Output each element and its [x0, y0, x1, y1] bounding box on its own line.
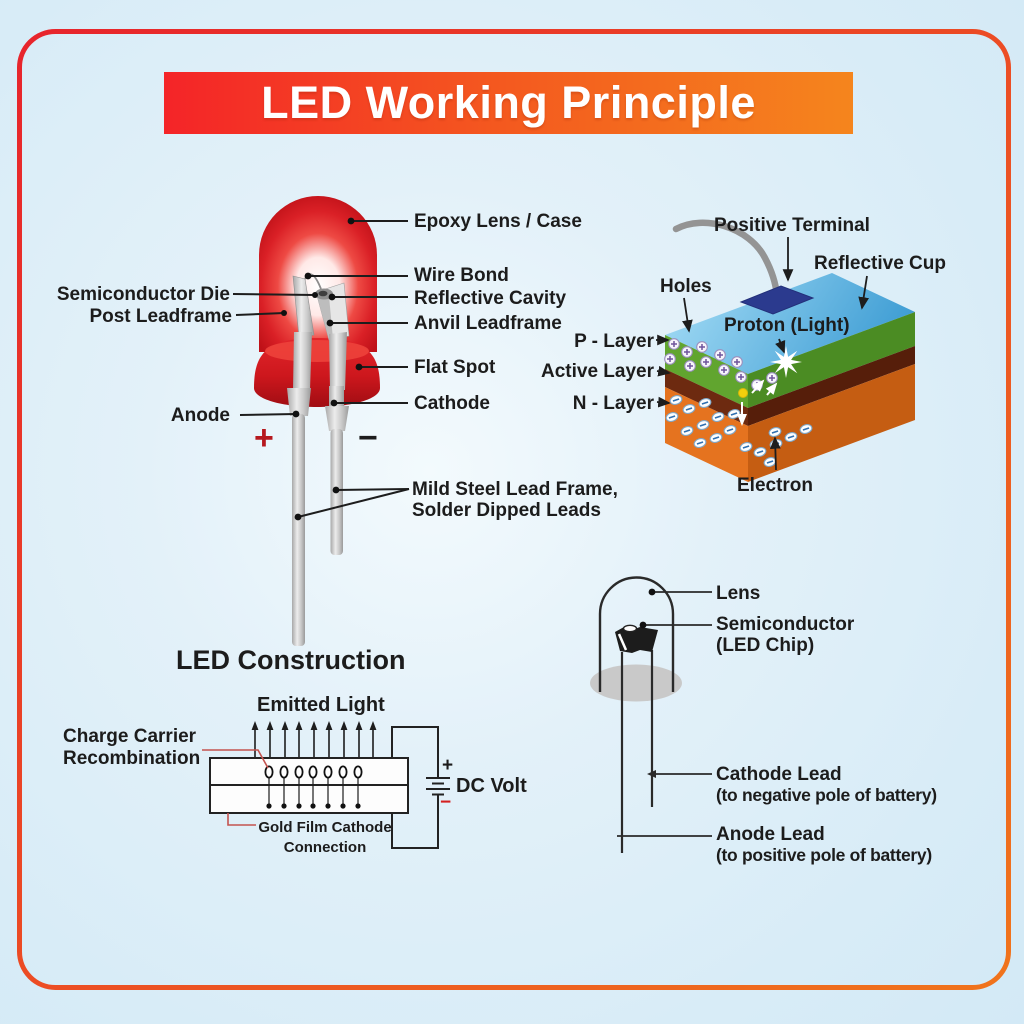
positive-terminal-wire — [672, 219, 781, 300]
construction-section-title: LED Construction — [176, 645, 406, 675]
label-gold-line2: Connection — [283, 839, 367, 856]
label-mild-steel-leadframe: Mild Steel Lead Frame, Solder Dipped Lea… — [412, 479, 618, 521]
battery-circuit-wires — [391, 726, 450, 849]
n-layer-face-right — [748, 364, 915, 482]
battery-plus-sign: + — [442, 755, 454, 776]
label-flat-spot: Flat Spot — [414, 357, 496, 378]
label-dc-volt: DC Volt — [456, 775, 527, 797]
schematic-lens-outline — [598, 576, 675, 692]
photon-dot — [738, 388, 748, 398]
label-mild-steel-line1: Mild Steel Lead Frame, — [412, 479, 618, 500]
label-cathode-lead: Cathode Lead (to negative pole of batter… — [716, 764, 937, 806]
led-schematic — [590, 576, 712, 853]
label-semiconductor-die: Semiconductor Die — [56, 284, 230, 305]
label-reflective-cavity: Reflective Cavity — [414, 288, 567, 309]
label-cathode: Cathode — [414, 393, 490, 414]
label-charge-carrier-recombination: Charge Carrier Recombination — [63, 726, 200, 770]
label-active-layer: Active Layer — [540, 361, 654, 382]
led-construction-diagram — [202, 720, 450, 849]
label-epoxy-lens: Epoxy Lens / Case — [414, 211, 582, 232]
label-anode-lead-line2: (to positive pole of battery) — [716, 845, 932, 865]
led-anatomy-illustration — [232, 196, 410, 646]
pn-junction-block — [656, 219, 915, 482]
label-p-layer: P - Layer — [574, 331, 654, 352]
label-mild-steel-line2: Solder Dipped Leads — [412, 500, 601, 521]
photon-starburst — [770, 346, 802, 378]
label-anode: Anode — [170, 405, 230, 426]
red-leader-lines — [202, 749, 269, 826]
anode-plus-sign: + — [254, 419, 274, 457]
label-gold-line1: Gold Film Cathode — [258, 819, 392, 836]
label-n-layer: N - Layer — [572, 393, 654, 414]
label-cathode-lead-line1: Cathode Lead — [716, 764, 842, 785]
schematic-leader-lines — [617, 591, 712, 837]
label-semiconductor-chip: Semiconductor (LED Chip) — [716, 614, 854, 656]
label-charge-line2: Recombination — [63, 748, 201, 769]
label-anode-lead-line1: Anode Lead — [716, 824, 825, 845]
page-border-frame — [17, 29, 1011, 990]
label-lens: Lens — [716, 583, 761, 604]
label-wire-bond: Wire Bond — [414, 265, 509, 286]
title-banner: LED Working Principle — [164, 72, 853, 134]
label-semi-line2: (LED Chip) — [716, 635, 815, 656]
active-layer-face-right — [748, 346, 915, 426]
led-anatomy-leader-lines — [232, 220, 410, 518]
schematic-flange — [590, 664, 682, 702]
junction-leader-arrows — [656, 237, 870, 471]
anode-lead-pin — [292, 414, 305, 646]
led-epoxy-dome — [259, 196, 377, 352]
emitted-light-arrows — [250, 720, 378, 758]
label-emitted-light: Emitted Light — [257, 694, 385, 716]
recombination-arrows — [737, 379, 778, 426]
label-cathode-lead-line2: (to negative pole of battery) — [716, 785, 937, 805]
label-post-leadframe: Post Leadframe — [89, 306, 232, 327]
label-semi-line1: Semiconductor — [716, 614, 855, 635]
reflective-cup-top-face — [665, 273, 915, 374]
label-proton-light: Proton (Light) — [724, 315, 850, 336]
p-layer-face-right — [748, 312, 915, 408]
positive-terminal-pad — [739, 285, 815, 315]
label-anode-lead: Anode Lead (to positive pole of battery) — [716, 824, 932, 866]
label-holes: Holes — [660, 276, 712, 297]
battery-minus-sign: − — [440, 792, 452, 813]
label-anvil-leadframe: Anvil Leadframe — [414, 313, 562, 334]
active-layer-face-left — [665, 369, 748, 426]
label-reflective-cup: Reflective Cup — [814, 253, 946, 274]
cathode-minus-sign: − — [358, 419, 378, 457]
label-gold-film-cathode: Gold Film Cathode Connection — [242, 818, 408, 858]
label-charge-line1: Charge Carrier — [63, 726, 197, 747]
label-electron: Electron — [737, 475, 814, 496]
label-positive-terminal: Positive Terminal — [714, 215, 870, 236]
